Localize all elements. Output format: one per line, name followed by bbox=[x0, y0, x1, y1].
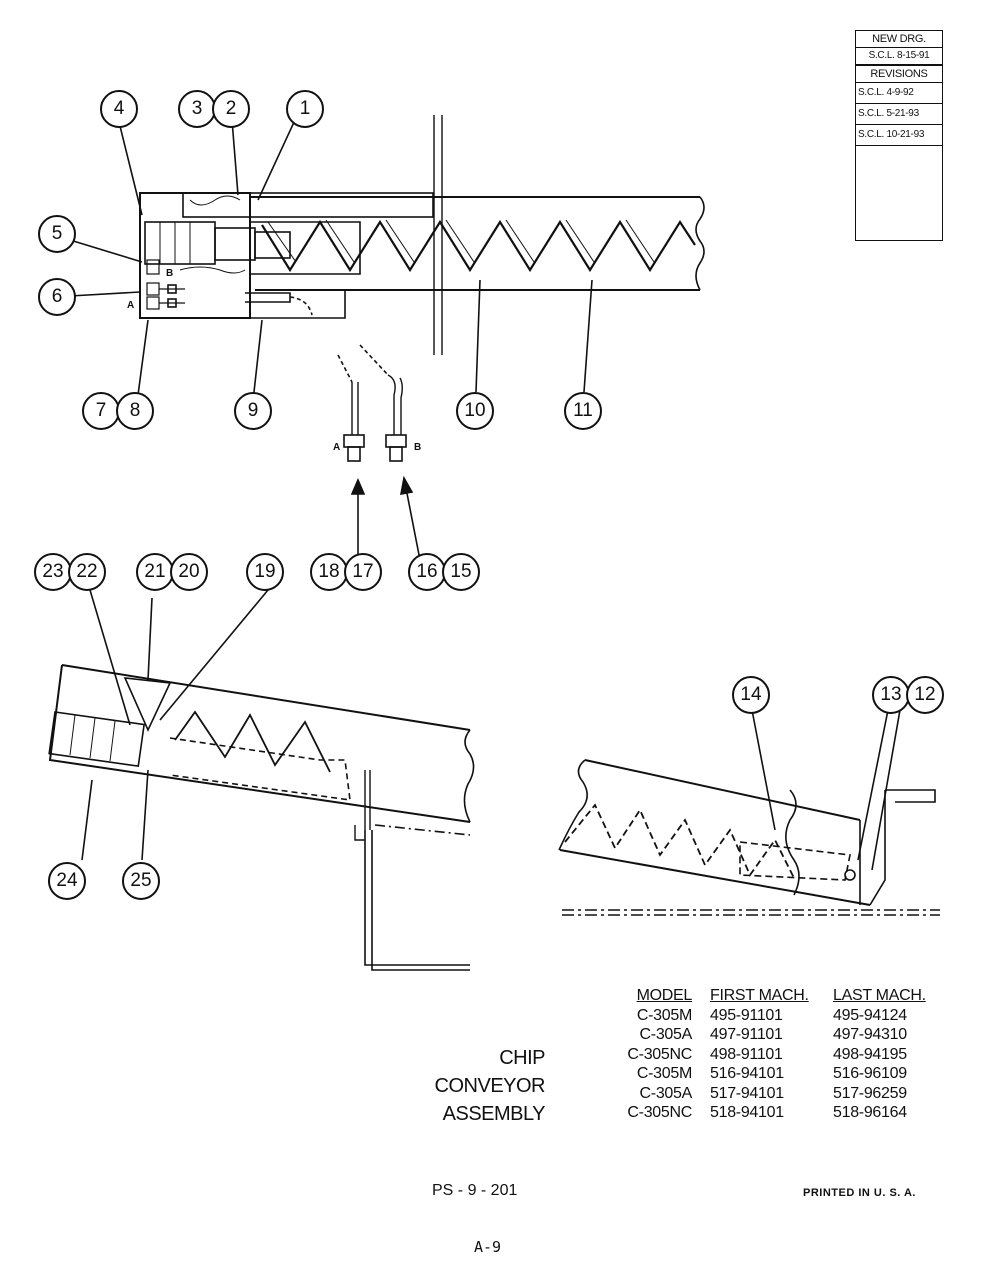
table-cell: 518-94101 bbox=[710, 1104, 784, 1121]
new-drawing-date: S.C.L. 8-15-91 bbox=[856, 48, 942, 66]
callout-balloon: 22 bbox=[68, 553, 106, 591]
new-drawing-label: NEW DRG. bbox=[856, 31, 942, 48]
table-cell: 517-94101 bbox=[710, 1084, 784, 1102]
table-cell: 495-91101 bbox=[710, 1006, 783, 1024]
table-cell: 517-96259 bbox=[833, 1084, 907, 1102]
revision-entry: S.C.L. 4-9-92 bbox=[856, 83, 942, 104]
callout-balloon: 18 bbox=[310, 553, 348, 591]
callout-balloon: 2 bbox=[212, 90, 250, 128]
table-cell: C-305M bbox=[636, 1065, 692, 1082]
revisions-header: REVISIONS bbox=[856, 66, 942, 83]
callout-balloon: 11 bbox=[564, 392, 602, 430]
callout-balloon: 24 bbox=[48, 862, 86, 900]
table-header: MODEL bbox=[636, 987, 693, 1004]
callout-balloon: 1 bbox=[286, 90, 324, 128]
table-cell: 516-94101 bbox=[710, 1065, 784, 1082]
table-cell: C-305M bbox=[636, 1006, 692, 1024]
callout-balloon: 25 bbox=[122, 862, 160, 900]
callout-balloon: 7 bbox=[82, 392, 120, 430]
title-line: CHIP bbox=[499, 1047, 545, 1069]
revision-entry: S.C.L. 10-21-93 bbox=[856, 125, 942, 146]
callout-balloon: 21 bbox=[136, 553, 174, 591]
callout-balloon: 9 bbox=[234, 392, 272, 430]
table-cell: 518-96164 bbox=[833, 1104, 907, 1121]
callout-balloon: 15 bbox=[442, 553, 480, 591]
callout-balloon: 19 bbox=[246, 553, 284, 591]
printed-in-usa: PRINTED IN U. S. A. bbox=[803, 1187, 916, 1199]
title-line: ASSEMBLY bbox=[442, 1103, 546, 1125]
lower-right-view bbox=[558, 709, 940, 916]
port-label-a: A bbox=[127, 300, 135, 311]
top-assembly-view bbox=[69, 115, 705, 561]
callout-balloon: 5 bbox=[38, 215, 76, 253]
callout-balloon: 8 bbox=[116, 392, 154, 430]
table-cell: 495-94124 bbox=[833, 1006, 907, 1024]
drawing-title: CHIP CONVEYOR ASSEMBLY bbox=[400, 1044, 546, 1128]
callout-balloon: 14 bbox=[732, 676, 770, 714]
first-mach-column: FIRST MACH. 495-91101 497-91101 498-9110… bbox=[710, 986, 828, 1123]
last-mach-column: LAST MACH. 495-94124 497-94310 498-94195… bbox=[833, 986, 948, 1123]
callout-balloon: 10 bbox=[456, 392, 494, 430]
callout-balloon: 6 bbox=[38, 278, 76, 316]
revision-entry: S.C.L. 5-21-93 bbox=[856, 104, 942, 125]
table-cell: 516-96109 bbox=[833, 1065, 907, 1082]
hose-label-a: A bbox=[333, 442, 341, 453]
callout-balloon: 3 bbox=[178, 90, 216, 128]
revision-block: NEW DRG. S.C.L. 8-15-91 REVISIONS S.C.L.… bbox=[855, 30, 943, 241]
callout-balloon: 4 bbox=[100, 90, 138, 128]
callout-balloon: 20 bbox=[170, 553, 208, 591]
table-cell: C-305A bbox=[639, 1026, 693, 1043]
table-cell: 497-91101 bbox=[710, 1026, 783, 1043]
callout-balloon: 17 bbox=[344, 553, 382, 591]
revision-empty bbox=[856, 146, 942, 240]
drawing-number: PS - 9 - 201 bbox=[432, 1182, 518, 1199]
table-cell: 498-94195 bbox=[833, 1045, 907, 1063]
hose-label-b: B bbox=[414, 442, 422, 453]
callout-balloon: 16 bbox=[408, 553, 446, 591]
port-label-b: B bbox=[166, 268, 174, 279]
callout-balloon: 12 bbox=[906, 676, 944, 714]
page-number: A-9 bbox=[474, 1238, 502, 1256]
table-cell: 497-94310 bbox=[833, 1026, 907, 1043]
table-header: FIRST MACH. bbox=[710, 987, 809, 1004]
callout-balloon: 13 bbox=[872, 676, 910, 714]
table-cell: C-305NC bbox=[627, 1045, 692, 1063]
table-header: LAST MACH. bbox=[833, 987, 926, 1004]
table-cell: 498-91101 bbox=[710, 1045, 783, 1063]
model-column: MODEL C-305M C-305A C-305NC C-305M C-305… bbox=[600, 986, 692, 1123]
table-cell: C-305NC bbox=[627, 1104, 692, 1121]
lower-left-view bbox=[48, 589, 475, 971]
table-cell: C-305A bbox=[639, 1084, 693, 1102]
title-line: CONVEYOR bbox=[434, 1075, 546, 1097]
callout-balloon: 23 bbox=[34, 553, 72, 591]
